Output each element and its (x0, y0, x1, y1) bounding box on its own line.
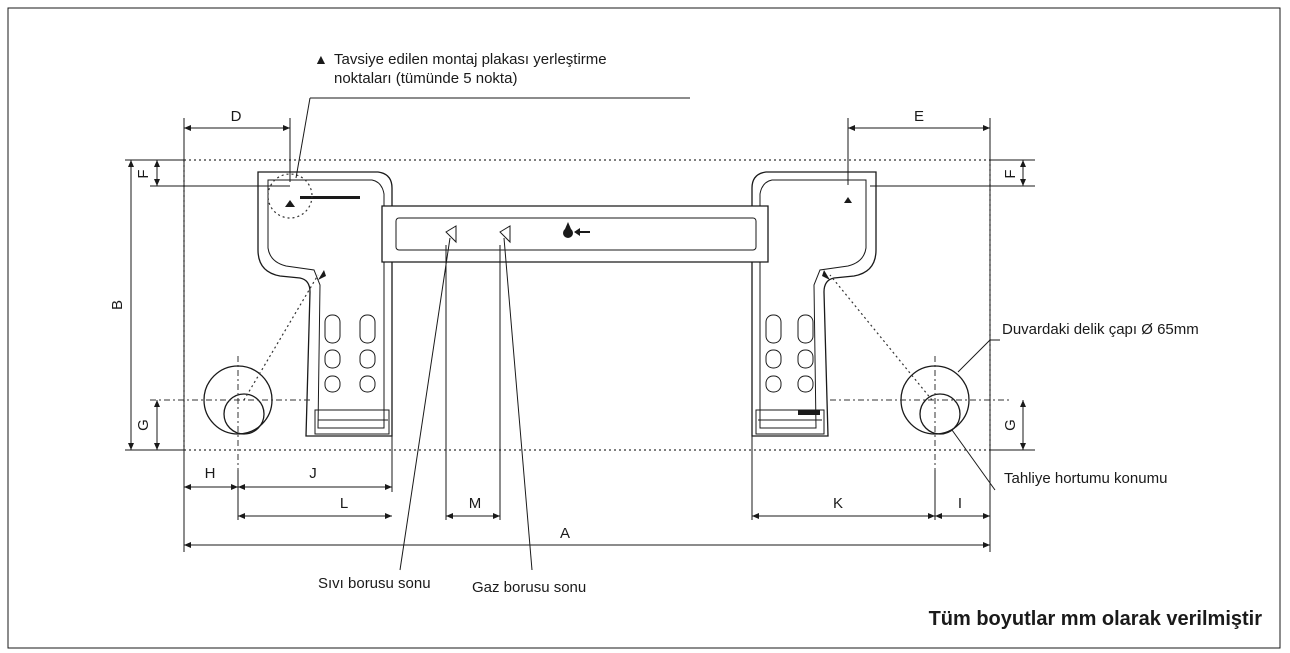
note-line-2: noktaları (tümünde 5 nokta) (334, 70, 517, 87)
gas-pipe-leader (503, 237, 533, 571)
dim-K: K (833, 495, 843, 512)
wall-hole-label: Duvardaki delik çapı Ø 65mm (1002, 321, 1199, 338)
dim-H: H (205, 465, 216, 482)
dim-G-left: G (135, 419, 152, 431)
wall-hole-leader (957, 339, 991, 373)
dim-M: M (469, 495, 482, 512)
liquid-pipe-label: Sıvı borusu sonu (318, 575, 431, 592)
outer-frame (7, 7, 1281, 649)
dim-E: E (914, 108, 924, 125)
dim-J: J (309, 465, 317, 482)
extension-lines (125, 118, 1035, 552)
dimension-arrowheads (128, 125, 1026, 548)
dim-I: I (958, 495, 962, 512)
liquid-pipe-leader (399, 237, 451, 571)
dim-F-right: F (1002, 169, 1019, 178)
dim-D: D (231, 108, 242, 125)
mount-arrow-icon-right (844, 197, 852, 203)
dim-F-left: F (135, 169, 152, 178)
wall-hole-right (829, 274, 1010, 500)
center-crossbar (381, 205, 769, 263)
dim-L: L (340, 495, 348, 512)
drain-leader (951, 429, 996, 491)
dim-B: B (109, 300, 126, 310)
left-bracket (257, 171, 393, 437)
mount-arrow-icon-left (285, 200, 295, 207)
footer-caption: Tüm boyutlar mm olarak verilmiştir (929, 608, 1263, 630)
gas-pipe-label: Gaz borusu sonu (472, 579, 586, 596)
right-bracket (751, 171, 877, 437)
note-line-1: Tavsiye edilen montaj plakası yerleştirm… (334, 51, 607, 68)
drain-hose-label: Tahliye hortumu konumu (1004, 470, 1167, 487)
dim-A: A (560, 525, 570, 542)
dim-G-right: G (1002, 419, 1019, 431)
mounting-point-circle (267, 173, 313, 219)
drop-with-arrow-icon (563, 222, 590, 238)
note-arrow-icon: ▲ (314, 51, 328, 67)
wall-hole-left (150, 274, 319, 500)
